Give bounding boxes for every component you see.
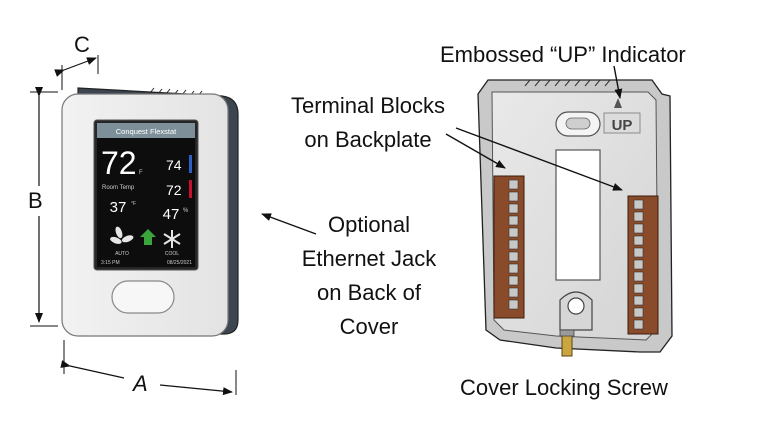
cover-locking-screw-label: Cover Locking Screw — [460, 375, 668, 400]
date-readout: 08/25/2021 — [167, 260, 192, 266]
terminal-screws-left — [508, 179, 519, 310]
up-indicator-arrow — [613, 65, 623, 99]
rim-ridges — [524, 79, 611, 87]
terminal-block-left — [493, 175, 525, 319]
fan-mode-label: AUTO — [115, 251, 129, 257]
home-icon — [140, 229, 156, 245]
setpoint-top-bar — [189, 155, 192, 173]
ethernet-line1: Optional — [328, 212, 410, 237]
dimension-a: A — [60, 340, 237, 396]
cable-opening — [555, 149, 601, 281]
setpoint-bottom: 72 — [166, 182, 182, 198]
secondary-temperature: 37 — [110, 199, 127, 216]
setpoint-top: 74 — [166, 157, 182, 173]
terminal-screws-right — [633, 199, 644, 330]
terminal-blocks-line2: on Backplate — [304, 127, 432, 152]
dimension-b-label: B — [28, 188, 43, 213]
dimension-c-label: C — [74, 32, 90, 57]
terminal-block-right — [627, 195, 659, 335]
ethernet-jack-label: Optional Ethernet Jack on Back of Cover — [282, 208, 456, 344]
ethernet-line4: Cover — [339, 314, 399, 339]
snowflake-icon — [163, 230, 181, 248]
backplate: UP — [477, 79, 673, 357]
dimension-c: C — [54, 32, 99, 90]
terminal-arrow-left — [445, 133, 506, 169]
locking-screw-boss — [559, 291, 593, 357]
ethernet-line3: on Back of — [317, 280, 421, 305]
humidity-value: 47 — [163, 206, 180, 223]
up-indicator-emboss — [603, 112, 641, 134]
ethernet-line2: Ethernet Jack — [301, 246, 437, 271]
system-mode-label: COOL — [165, 251, 179, 257]
fan-icon — [110, 226, 134, 244]
main-temperature: 72 — [101, 145, 137, 181]
room-temp-label: Room Temp — [102, 185, 135, 191]
terminal-blocks-line1: Terminal Blocks — [290, 93, 446, 118]
up-arrow-icon — [614, 98, 622, 108]
ethernet-arrow — [261, 213, 317, 235]
up-indicator-label: Embossed “UP” Indicator — [440, 42, 686, 67]
screen-brand: Conquest Flexstat — [116, 127, 177, 136]
terminal-arrow-right — [455, 127, 623, 191]
terminal-blocks-label: Terminal Blocks on Backplate — [270, 92, 466, 153]
main-temp-unit: F — [139, 170, 143, 176]
clock-readout: 3:15 PM — [101, 260, 120, 266]
thermostat-oval-button — [111, 280, 175, 314]
thermostat-device: Conquest Flexstat 72 F 74 72 Room Temp 3… — [61, 87, 239, 337]
dimension-a-label: A — [131, 371, 148, 396]
locking-screw — [561, 333, 573, 357]
setpoint-bottom-bar — [189, 180, 192, 198]
secondary-temp-unit: °F — [131, 201, 136, 207]
humidity-unit: % — [183, 208, 189, 214]
up-indicator-text: UP — [612, 117, 633, 134]
dimension-b: B — [26, 87, 58, 327]
screen-header — [97, 123, 195, 138]
